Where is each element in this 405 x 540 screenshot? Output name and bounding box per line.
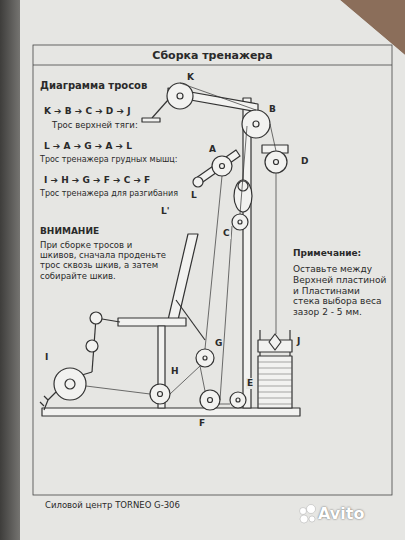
note-text: Оставьте между Верхней пластиной и Пласт… [292,264,390,318]
weight-plate [258,362,292,363]
paper [20,0,405,540]
callout-letter: B [268,104,277,115]
callout-letter: G [214,338,223,349]
machine-drawing [40,83,300,416]
weight-plate [258,392,292,393]
cable-route: L ➔ A ➔ G ➔ A ➔ L [44,141,132,152]
callout-letter: A [208,144,217,155]
weight-plate [258,368,292,369]
cable-route: I ➔ H ➔ G ➔ F ➔ C ➔ F [44,175,150,186]
warning-heading: ВНИМАНИЕ [40,226,99,237]
callout-letter: D [300,156,309,167]
callout-letter: I [44,352,49,363]
callout-letter: C [222,228,231,239]
callout-letter: K [186,72,195,83]
cable-name: Трос верхней тяги: [52,120,138,130]
callout-letter: J [296,336,301,347]
page-frame [33,45,392,495]
note-heading: Примечание: [292,248,362,259]
watermark-logo [300,505,316,524]
footer-text: Силовой центр TORNEO G-306 [45,500,180,510]
weight-plate [258,398,292,399]
cable-name: Трос тренажера грудных мышц: [40,155,177,165]
weight-plate [258,380,292,381]
callout-letter: H [170,366,180,377]
page-title: Сборка тренажера [33,49,392,62]
callout-letter: L' [160,206,171,217]
watermark: Avito [318,504,364,523]
section-heading: Диаграмма тросов [40,80,147,92]
cable-name: Трос тренажера для разгибания [40,189,178,199]
callout-letter: E [246,378,254,389]
cable-route: K ➔ B ➔ C ➔ D ➔ J [44,106,131,117]
warning-text: При сборке тросов и шкивов, сначала прод… [40,240,170,281]
callout-letter: L [190,190,198,201]
weight-plate [258,404,292,405]
callout-letter: F [198,418,206,429]
weight-plate [258,374,292,375]
weight-plate [258,386,292,387]
table-edge [0,0,22,540]
